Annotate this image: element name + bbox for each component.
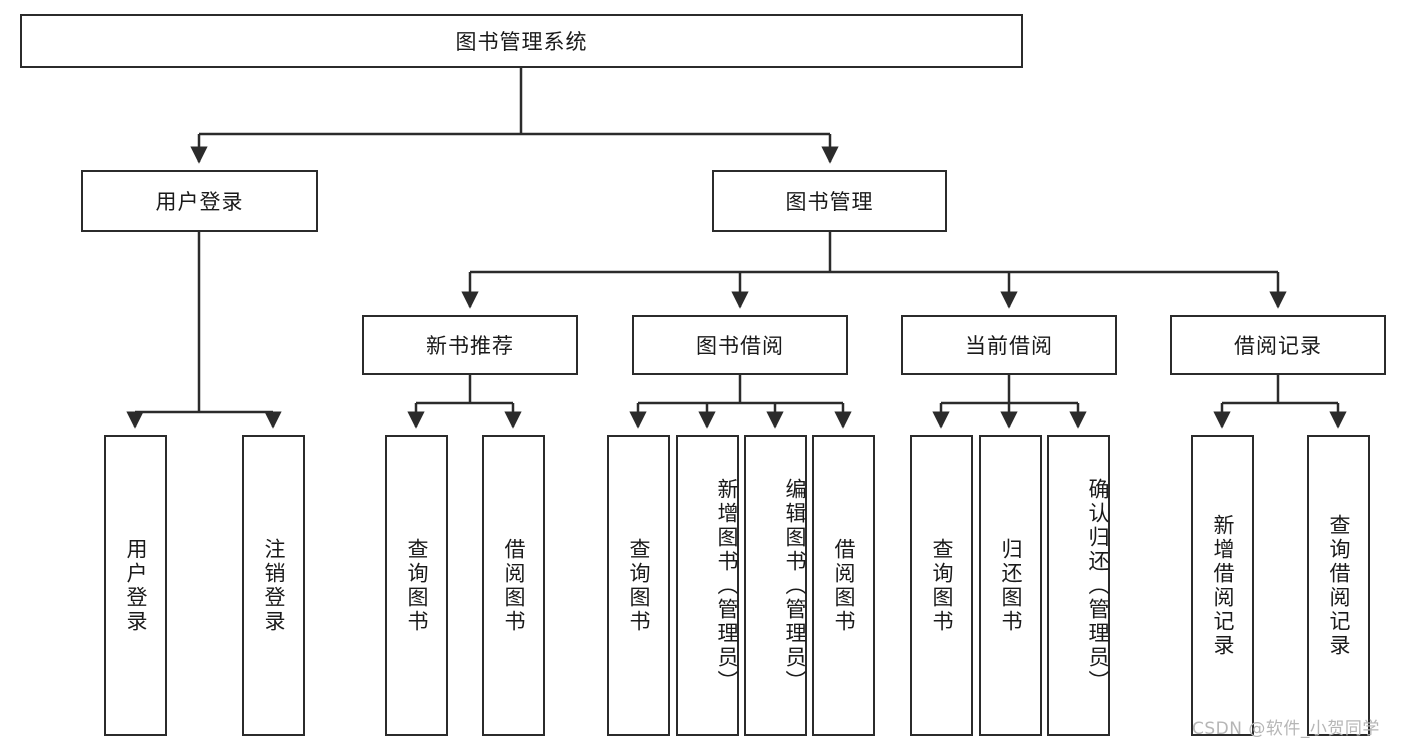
node-root[interactable]: 图书管理系统 xyxy=(20,14,1023,68)
node-current-borrow[interactable]: 当前借阅 xyxy=(901,315,1117,375)
node-book-manage[interactable]: 图书管理 xyxy=(712,170,947,232)
leaf-borrow-book-2[interactable]: 借阅图书 xyxy=(812,435,875,736)
leaf-borrow-book-1-label: 借阅图书 xyxy=(502,537,526,634)
node-user-login-label: 用户登录 xyxy=(155,190,244,214)
leaf-borrow-book-1[interactable]: 借阅图书 xyxy=(482,435,545,736)
leaf-return-book-label: 归还图书 xyxy=(999,537,1023,634)
leaf-edit-book[interactable]: 编辑图书（管理员） xyxy=(744,435,807,736)
leaf-return-book[interactable]: 归还图书 xyxy=(979,435,1042,736)
leaf-query-record[interactable]: 查询借阅记录 xyxy=(1307,435,1370,736)
leaf-borrow-book-2-label: 借阅图书 xyxy=(832,537,856,634)
node-borrow-record[interactable]: 借阅记录 xyxy=(1170,315,1386,375)
node-book-borrow[interactable]: 图书借阅 xyxy=(632,315,848,375)
leaf-query-book-3[interactable]: 查询图书 xyxy=(910,435,973,736)
node-user-login[interactable]: 用户登录 xyxy=(81,170,318,232)
node-current-borrow-label: 当前借阅 xyxy=(965,334,1053,358)
leaf-user-logout-label: 注销登录 xyxy=(262,537,286,634)
node-borrow-record-label: 借阅记录 xyxy=(1234,334,1322,358)
leaf-add-book-label: 新增图书（管理员） xyxy=(715,477,739,694)
leaf-add-record[interactable]: 新增借阅记录 xyxy=(1191,435,1254,736)
node-new-book-recommend-label: 新书推荐 xyxy=(426,334,514,358)
node-new-book-recommend[interactable]: 新书推荐 xyxy=(362,315,578,375)
watermark-text: CSDN @软件_小贺同学 xyxy=(1192,719,1380,739)
leaf-add-book[interactable]: 新增图书（管理员） xyxy=(676,435,739,736)
leaf-query-book-2-label: 查询图书 xyxy=(627,537,651,634)
leaf-user-login-label: 用户登录 xyxy=(124,537,148,634)
leaf-query-book-3-label: 查询图书 xyxy=(930,537,954,634)
leaf-add-record-label: 新增借阅记录 xyxy=(1211,513,1235,658)
leaf-query-book-1[interactable]: 查询图书 xyxy=(385,435,448,736)
leaf-confirm-return-label: 确认归还（管理员） xyxy=(1086,477,1110,694)
leaf-query-book-1-label: 查询图书 xyxy=(405,537,429,634)
leaf-confirm-return[interactable]: 确认归还（管理员） xyxy=(1047,435,1110,736)
leaf-query-record-label: 查询借阅记录 xyxy=(1327,513,1351,658)
leaf-query-book-2[interactable]: 查询图书 xyxy=(607,435,670,736)
node-book-manage-label: 图书管理 xyxy=(785,190,874,214)
leaf-user-logout[interactable]: 注销登录 xyxy=(242,435,305,736)
node-book-borrow-label: 图书借阅 xyxy=(696,334,784,358)
leaf-user-login[interactable]: 用户登录 xyxy=(104,435,167,736)
node-root-label: 图书管理系统 xyxy=(455,30,588,54)
leaf-edit-book-label: 编辑图书（管理员） xyxy=(783,477,807,694)
